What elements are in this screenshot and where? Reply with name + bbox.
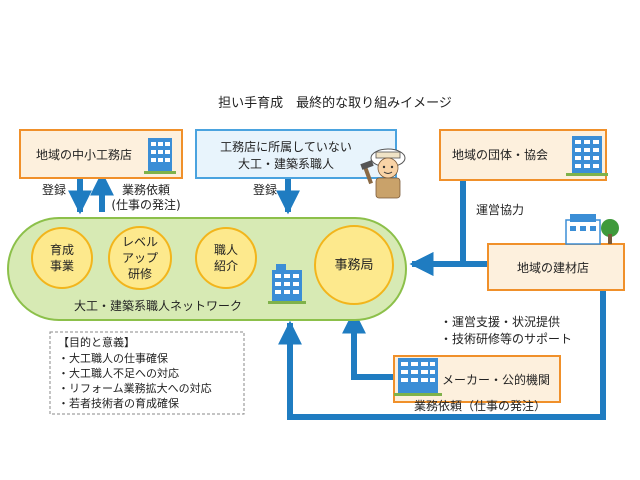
organization-label: 地域の団体・協会 bbox=[452, 147, 548, 162]
register-label-1: 登録 bbox=[42, 182, 66, 197]
network-building-icon bbox=[268, 264, 306, 304]
office-building-icon bbox=[566, 136, 608, 176]
purpose-item-3: ・リフォーム業務拡大への対応 bbox=[58, 381, 212, 395]
purpose-item-1: ・大工職人の仕事確保 bbox=[58, 351, 168, 365]
circle-levelup-line2: アップ bbox=[122, 251, 158, 265]
network-label: 大工・建築系職人ネットワーク bbox=[74, 298, 242, 313]
diagram-title: 担い手育成 最終的な取り組みイメージ bbox=[218, 95, 452, 111]
arrow-support bbox=[342, 309, 394, 380]
building-icon bbox=[144, 138, 176, 174]
support-label-line1: ・運営支援・状況提供 bbox=[440, 314, 560, 329]
circle-training-line1: 育成 bbox=[50, 242, 74, 257]
support-label-line2: ・技術研修等のサポート bbox=[440, 331, 572, 346]
order-label-2: 業務依頼（仕事の発注） bbox=[414, 398, 546, 413]
circle-training-business: 育成 事業 bbox=[31, 227, 93, 289]
materials-store-box: 地域の建材店 bbox=[487, 243, 625, 291]
purpose-item-2: ・大工職人不足への対応 bbox=[58, 366, 179, 380]
unaffiliated-craftsmen-box: 工務店に所属していない 大工・建築系職人 bbox=[195, 129, 397, 179]
arrows bbox=[68, 171, 606, 420]
craftsmen-network: 育成 事業 レベル アップ 研修 職人 紹介 事務局 bbox=[7, 217, 407, 321]
purpose-item-4: ・若者技術者の育成確保 bbox=[58, 396, 179, 410]
store-building-icon bbox=[565, 214, 619, 245]
circle-secretariat: 事務局 bbox=[314, 225, 394, 305]
carpenter-icon bbox=[360, 148, 406, 199]
circle-referral-line1: 職人 bbox=[214, 243, 238, 257]
circle-referral-line2: 紹介 bbox=[214, 259, 238, 273]
circle-craftsman-referral: 職人 紹介 bbox=[195, 227, 257, 289]
order-label-1-line2: (仕事の発注) bbox=[111, 197, 180, 212]
order-label-1-line1: 業務依頼 bbox=[122, 182, 170, 197]
register-label-2: 登録 bbox=[253, 182, 277, 197]
circle-level-up-training: レベル アップ 研修 bbox=[108, 226, 172, 290]
materials-store-label: 地域の建材店 bbox=[517, 261, 589, 275]
circle-levelup-line1: レベル bbox=[122, 235, 158, 249]
purpose-heading: 【目的と意義】 bbox=[58, 335, 135, 349]
unaffiliated-label-line2: 大工・建築系職人 bbox=[238, 156, 334, 171]
purpose-box: 【目的と意義】 ・大工職人の仕事確保 ・大工職人不足への対応 ・リフォーム業務拡… bbox=[49, 331, 245, 415]
maker-label: メーカー・公的機関 bbox=[442, 372, 550, 387]
unaffiliated-label-line1: 工務店に所属していない bbox=[220, 140, 352, 154]
arrow-cooperation bbox=[409, 180, 466, 276]
circle-training-line2: 事業 bbox=[50, 259, 74, 273]
circle-secretariat-label: 事務局 bbox=[334, 258, 373, 273]
local-builder-label: 地域の中小工務店 bbox=[36, 147, 132, 162]
arrow-order-2 bbox=[278, 290, 606, 420]
maker-building-icon bbox=[394, 358, 442, 396]
cooperation-label: 運営協力 bbox=[476, 202, 524, 217]
circle-levelup-line3: 研修 bbox=[128, 266, 152, 281]
